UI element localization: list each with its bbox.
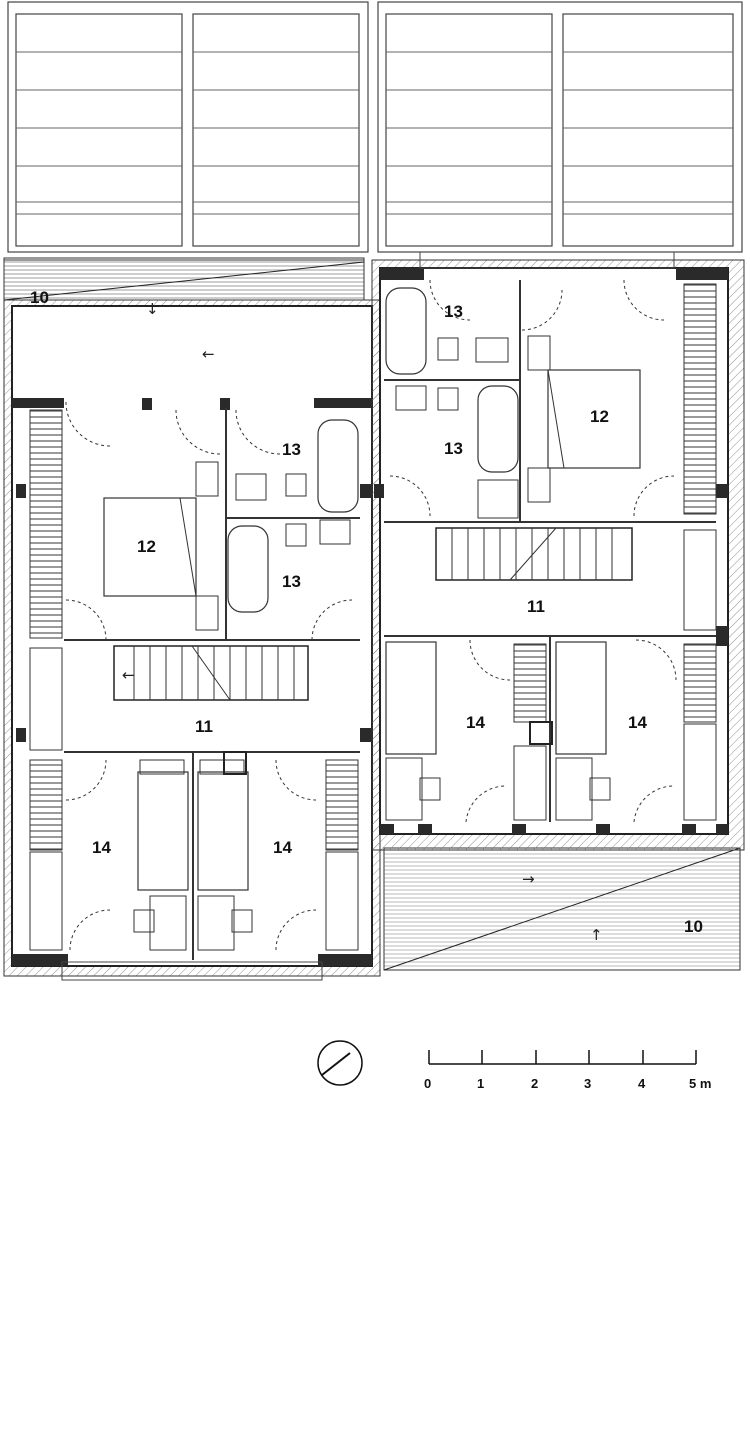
- room-label-bath-right-bottom: 13: [444, 439, 463, 458]
- roof-panels: [7, 1, 743, 253]
- room-label-bath-left-top: 13: [282, 440, 301, 459]
- room-label-bath-right-top: 13: [444, 302, 463, 321]
- room-label-kid-left-b: 14: [273, 838, 292, 857]
- scale-tick-0: 0: [424, 1076, 431, 1091]
- unit-right: [371, 251, 745, 851]
- room-label-kid-right-b: 14: [628, 713, 647, 732]
- scale-tick-2: 2: [531, 1076, 538, 1091]
- unit-left: [3, 299, 381, 981]
- north-arrow-icon: [317, 1040, 363, 1086]
- room-label-master-left: 12: [137, 537, 156, 556]
- arrow-right-icon: →: [522, 870, 535, 888]
- room-label-terrace-right: 10: [684, 917, 703, 936]
- scale-bar-labels: 0 1 2 3 4 5 m: [424, 1076, 711, 1091]
- scale-tick-4: 4: [638, 1076, 646, 1091]
- scale-tick-1: 1: [477, 1076, 484, 1091]
- arrow-down-icon: ↓: [146, 300, 159, 318]
- arrow-left-icon: ←: [202, 345, 215, 363]
- room-label-terrace-left: 10: [30, 288, 49, 307]
- arrow-up-icon: ↑: [590, 926, 603, 944]
- room-label-hall-left: 11: [195, 717, 213, 736]
- scale-bar: [428, 1050, 697, 1065]
- room-label-bath-left-bottom: 13: [282, 572, 301, 591]
- room-labels: 10 10 12 12 13 13 13 13 11 11 14 14 14 1…: [30, 288, 703, 936]
- slope-arrows: ↓ ← → ↑ ←: [122, 300, 603, 944]
- terrace-right: [383, 847, 741, 971]
- room-label-kid-right-a: 14: [466, 713, 485, 732]
- room-label-kid-left-a: 14: [92, 838, 111, 857]
- room-label-master-right: 12: [590, 407, 609, 426]
- terrace-left: [3, 257, 365, 301]
- scale-tick-3: 3: [584, 1076, 591, 1091]
- room-label-hall-right: 11: [527, 597, 545, 616]
- scale-tick-5: 5 m: [689, 1076, 711, 1091]
- stair-arrow-icon: ←: [122, 666, 135, 684]
